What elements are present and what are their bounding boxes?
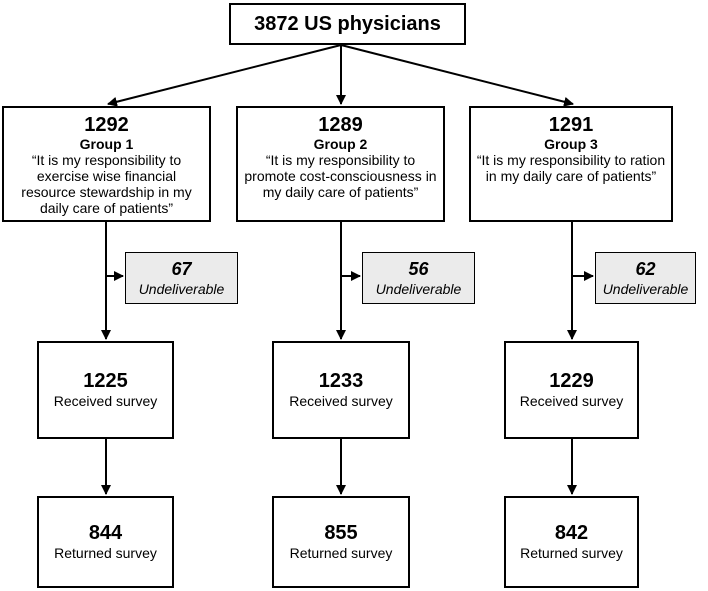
group-1-box: 1292 Group 1 “It is my responsibility to… — [2, 106, 211, 222]
group-2-count: 1289 — [318, 114, 363, 136]
group-3-received-box: 1229 Received survey — [504, 341, 639, 439]
group-1-received-label: Received survey — [53, 393, 158, 409]
group-3-box: 1291 Group 3 “It is my responsibility to… — [469, 106, 673, 222]
group-2-name: Group 2 — [313, 136, 368, 152]
group-3-undeliverable-label: Undeliverable — [602, 281, 689, 297]
group-2-returned-count: 855 — [324, 522, 358, 544]
group-2-returned-label: Returned survey — [289, 545, 393, 561]
group-1-returned-box: 844 Returned survey — [37, 496, 174, 588]
group-2-received-label: Received survey — [289, 393, 393, 409]
group-2-box: 1289 Group 2 “It is my responsibility to… — [236, 106, 445, 222]
group-1-count: 1292 — [84, 114, 129, 136]
group-2-undeliverable-label: Undeliverable — [375, 281, 462, 297]
group-3-name: Group 3 — [544, 136, 598, 152]
group-1-undeliverable-label: Undeliverable — [138, 281, 225, 297]
group-1-statement: “It is my responsibility to exercise wis… — [21, 152, 192, 216]
group-3-returned-box: 842 Returned survey — [504, 496, 639, 588]
group-3-received-count: 1229 — [549, 370, 594, 392]
group-2-undeliverable-box: 56 Undeliverable — [362, 252, 475, 304]
group-1-name: Group 1 — [79, 136, 134, 152]
group-1-returned-label: Returned survey — [54, 545, 157, 561]
group-3-returned-label: Returned survey — [520, 545, 623, 561]
group-2-received-count: 1233 — [318, 370, 364, 392]
group-1-received-box: 1225 Received survey — [37, 341, 174, 439]
total-physicians-label: 3872 US physicians — [254, 12, 441, 35]
group-2-received-box: 1233 Received survey — [272, 341, 410, 439]
group-3-undeliverable-count: 62 — [635, 259, 656, 279]
group-1-undeliverable-box: 67 Undeliverable — [125, 252, 238, 304]
group-3-received-label: Received survey — [519, 393, 624, 409]
group-1-received-count: 1225 — [83, 370, 128, 392]
total-physicians-box: 3872 US physicians — [229, 3, 466, 45]
arrow-to-group-1 — [107, 44, 342, 107]
group-1-undeliverable-count: 67 — [171, 259, 192, 279]
group-3-returned-count: 842 — [554, 522, 589, 544]
arrow-to-group-3 — [340, 44, 574, 107]
group-3-count: 1291 — [548, 114, 594, 136]
group-3-undeliverable-box: 62 Undeliverable — [595, 252, 696, 304]
group-3-statement: “It is my responsibility to ration in my… — [476, 152, 666, 184]
group-1-returned-count: 844 — [88, 522, 123, 544]
group-2-undeliverable-count: 56 — [408, 259, 429, 279]
group-2-statement: “It is my responsibility to promote cost… — [244, 152, 437, 200]
group-2-returned-box: 855 Returned survey — [272, 496, 410, 588]
